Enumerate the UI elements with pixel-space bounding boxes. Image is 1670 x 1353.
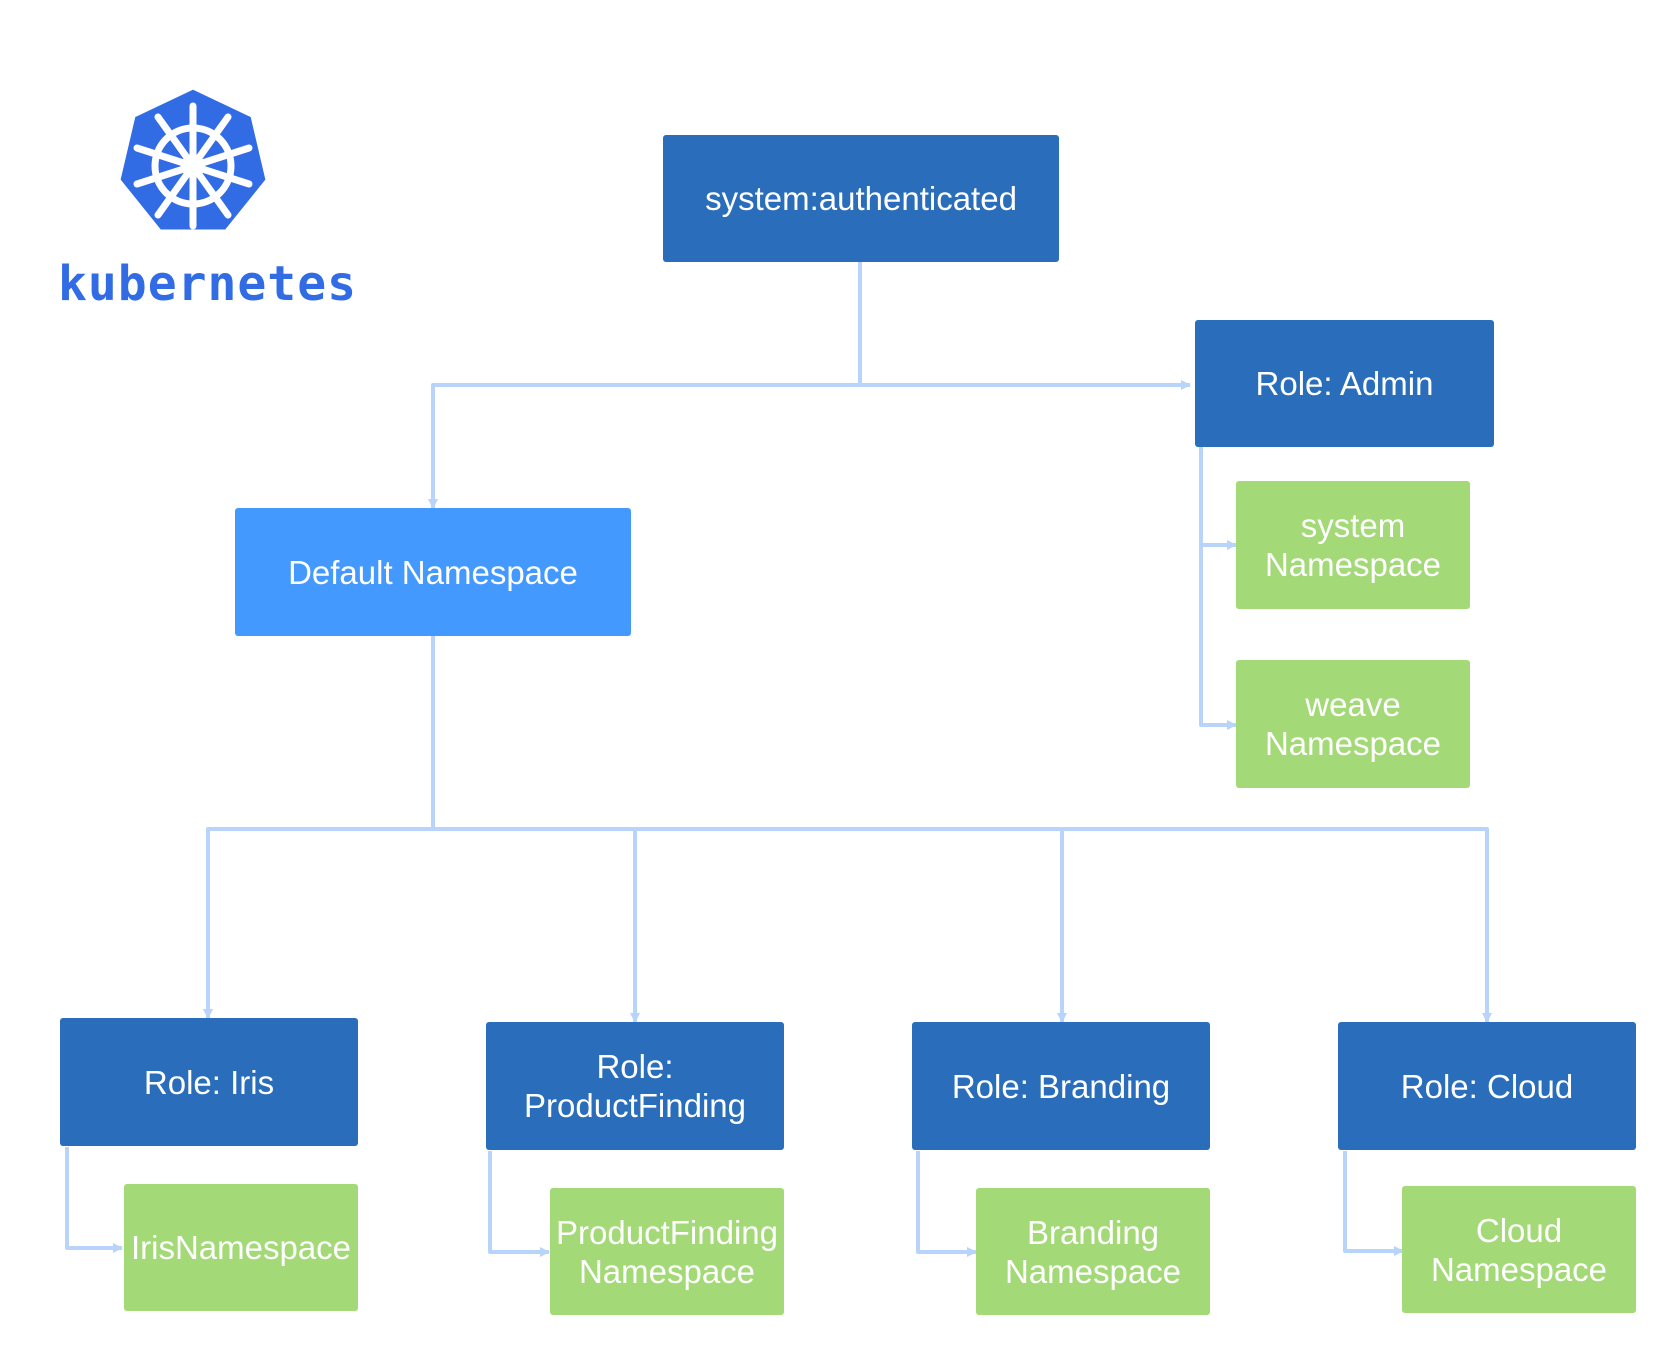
edge-admin-to-system-ns (1199, 447, 1237, 550)
kubernetes-helm-wheel-icon (117, 86, 269, 233)
edge-admin-to-weave-ns (1199, 545, 1237, 730)
node-system-authenticated: system:authenticated (663, 135, 1059, 262)
edge-cloud-to-ns (1343, 1151, 1404, 1256)
edge-bus-to-role-productfinding (433, 827, 1492, 1023)
edge-auth-to-default (428, 262, 862, 509)
node-role-iris: Role: Iris (60, 1018, 358, 1146)
node-role-productfinding: Role: ProductFinding (486, 1022, 784, 1150)
node-role-branding: Role: Branding (912, 1022, 1210, 1150)
edge-iris-to-ns (65, 1147, 123, 1253)
edge-bus-to-role-iris (203, 827, 433, 1019)
kubernetes-logo: kubernetes (58, 86, 357, 326)
node-productfinding-namespace: ProductFinding Namespace (550, 1188, 784, 1315)
node-default-namespace: Default Namespace (235, 508, 631, 636)
node-role-cloud: Role: Cloud (1338, 1022, 1636, 1150)
kubernetes-wordmark: kubernetes (58, 256, 357, 312)
node-cloud-namespace: Cloud Namespace (1402, 1186, 1636, 1313)
node-role-admin: Role: Admin (1195, 320, 1494, 447)
node-weave-namespace: weave Namespace (1236, 660, 1470, 788)
node-system-namespace: system Namespace (1236, 481, 1470, 609)
node-branding-namespace: Branding Namespace (976, 1188, 1210, 1315)
edge-branding-to-ns (916, 1151, 977, 1257)
node-iris-namespace: IrisNamespace (124, 1184, 358, 1311)
edge-productfinding-to-ns (488, 1151, 550, 1257)
